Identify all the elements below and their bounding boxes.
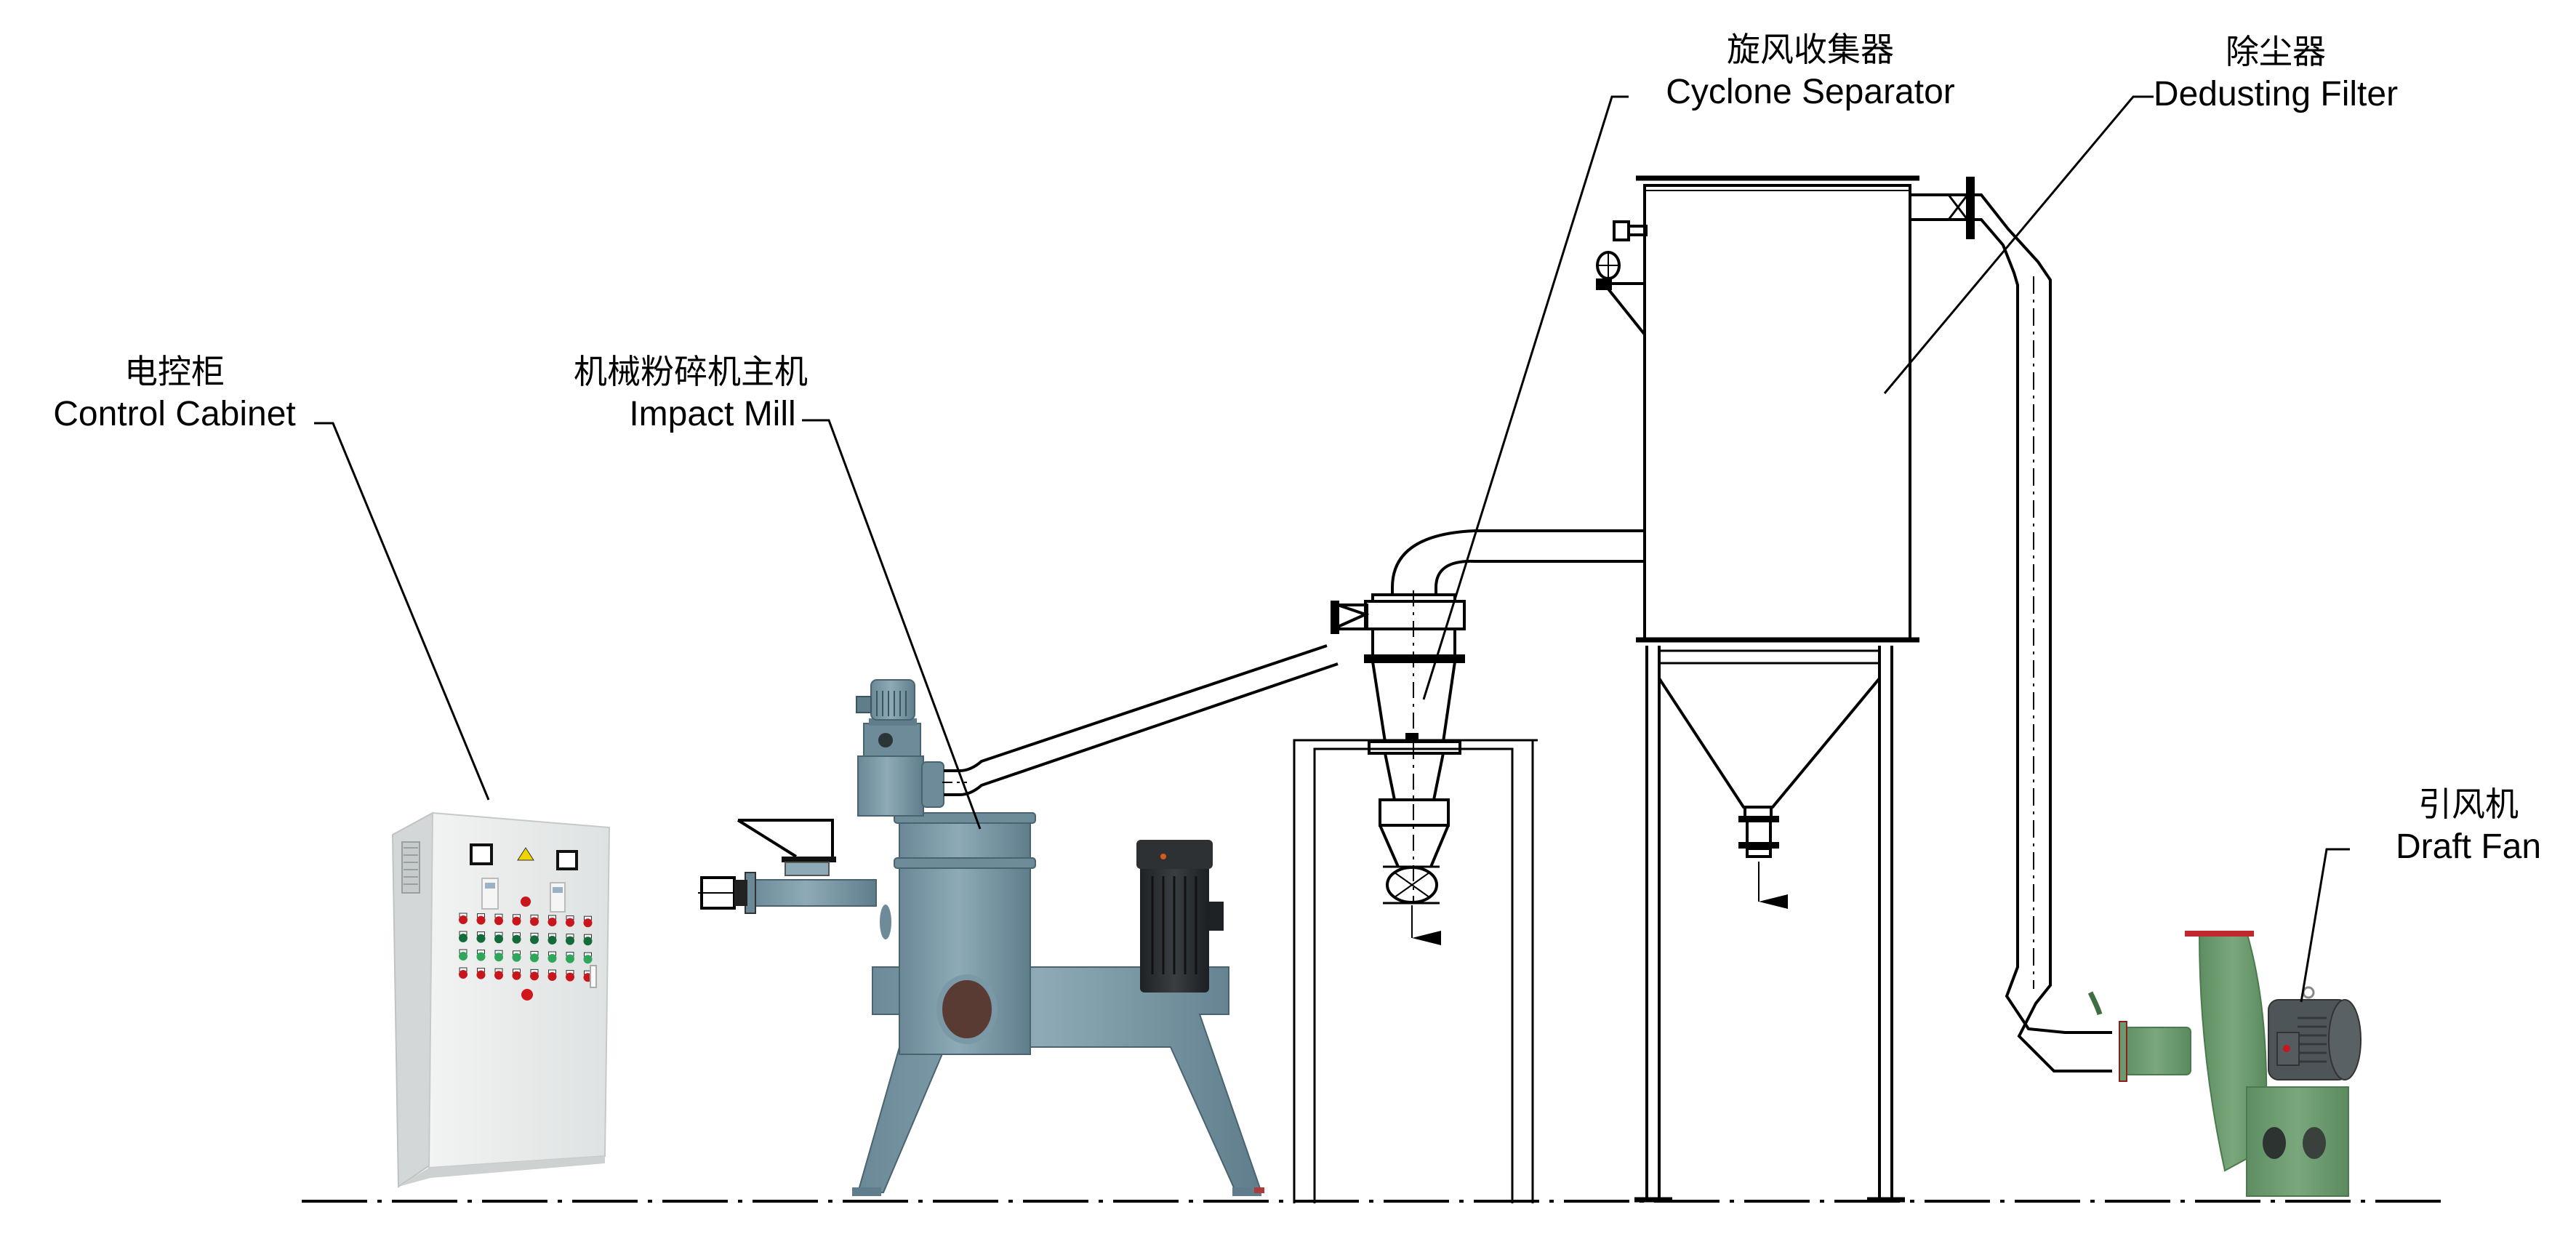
screw-feeder-tube (748, 879, 877, 907)
impact-mill (698, 644, 1339, 1196)
label-dedusting-filter-zh: 除尘器 (2226, 32, 2326, 71)
stop-button (566, 972, 574, 982)
start-button (494, 953, 503, 962)
filter-hopper-cone (1658, 677, 1881, 809)
leader-lines (314, 95, 2350, 1003)
label-impact-mill-zh: 机械粉碎机主机 (574, 352, 808, 391)
ammeter-icon (470, 843, 493, 865)
indicator-lamp-green (459, 934, 468, 942)
air-inlet-port (936, 974, 998, 1044)
indicator-lamp-red (583, 918, 593, 928)
label-draft-fan-en: Draft Fan (2395, 827, 2542, 866)
mill-outlet-flange (921, 761, 944, 808)
mill-to-cyclone-duct (944, 644, 1339, 796)
filter-support-legs (1645, 646, 1893, 1200)
label-dedusting-filter-en: Dedusting Filter (2153, 75, 2399, 113)
label-impact-mill-en: Impact Mill (629, 395, 796, 433)
cyclone-dust-hopper (1379, 798, 1450, 827)
start-button (459, 952, 468, 961)
cyclone-cone (1371, 661, 1456, 742)
label-cyclone-separator: 旋风收集器 Cyclone Separator (1636, 33, 1985, 110)
indicator-lamp-red (476, 915, 486, 925)
indicator-lamp-red (494, 916, 503, 926)
voltmeter-icon (556, 850, 578, 870)
cyclone-outlet-duct (1391, 529, 1645, 595)
dedusting-filter (1596, 175, 2112, 1203)
leader-impact-mill (802, 419, 982, 830)
stop-button (476, 970, 486, 979)
indicator-lamp-green (530, 935, 539, 945)
indicator-lamp-red (530, 917, 539, 926)
label-draft-fan-zh: 引风机 (2418, 785, 2519, 824)
indicator-lamp-red (459, 915, 468, 924)
draft-fan (2087, 931, 2362, 1197)
cabinet-button-grid (459, 913, 593, 982)
control-cabinet (391, 811, 611, 1188)
leader-dedusting-filter (1883, 95, 2154, 394)
label-cyclone-separator-zh: 旋风收集器 (1727, 30, 1894, 69)
start-button (530, 953, 539, 963)
label-draft-fan: 引风机 Draft Fan (2378, 787, 2559, 865)
warning-icon (517, 847, 534, 861)
label-cyclone-separator-en: Cyclone Separator (1666, 73, 1955, 111)
stop-button (512, 971, 521, 980)
pulse-valve-icon (1596, 220, 1648, 336)
start-button (476, 952, 486, 961)
filter-outlet-duct (1910, 193, 2112, 1072)
fan-pedestal (2246, 1086, 2349, 1197)
label-impact-mill: 机械粉碎机主机 Impact Mill (556, 355, 825, 432)
leader-control-cabinet (314, 422, 490, 801)
filter-body (1643, 184, 1911, 641)
start-button (547, 954, 557, 963)
fan-inlet-tube (2121, 1027, 2191, 1075)
cabinet-door-handle (590, 965, 597, 988)
feed-hopper (737, 819, 834, 858)
label-control-cabinet-zh: 电控柜 (124, 352, 225, 391)
indicator-lamp-red (547, 918, 557, 926)
label-control-cabinet-en: Control Cabinet (53, 395, 296, 433)
indicator-lamp-green (547, 936, 557, 945)
discharge-port (880, 905, 891, 939)
stop-button (547, 972, 557, 981)
stop-button (530, 971, 539, 981)
screw-feeder-inlet (785, 862, 830, 876)
cabinet-base (398, 1156, 605, 1187)
label-dedusting-filter: 除尘器 Dedusting Filter (2130, 35, 2421, 112)
indicator-lamp-red (512, 916, 521, 926)
cyclone-support-frame (1293, 739, 1538, 1203)
indicator-lamp-green (512, 934, 521, 944)
start-button (512, 953, 521, 962)
indicator-lamp-green (583, 937, 593, 946)
start-button (583, 955, 593, 964)
stop-button (494, 971, 503, 980)
emergency-stop-button (521, 989, 533, 1001)
indicator-lamp-green (566, 936, 574, 945)
indicator-lamp-green (494, 934, 503, 944)
start-button (566, 954, 574, 963)
fan-damper-lever (2087, 991, 2103, 1016)
classifier-housing (857, 755, 924, 817)
stop-button (459, 970, 468, 979)
indicator-lamp-red (566, 918, 574, 927)
cabinet-vent (401, 841, 420, 894)
indicator-lamp-green (476, 934, 486, 943)
indicator-lamp (521, 897, 531, 907)
label-control-cabinet: 电控柜 Control Cabinet (44, 355, 305, 432)
leader-cyclone-separator (1422, 95, 1629, 700)
leader-draft-fan (2300, 848, 2350, 1003)
cabinet-front (428, 811, 611, 1169)
cyclone-separator (1293, 529, 1645, 1203)
